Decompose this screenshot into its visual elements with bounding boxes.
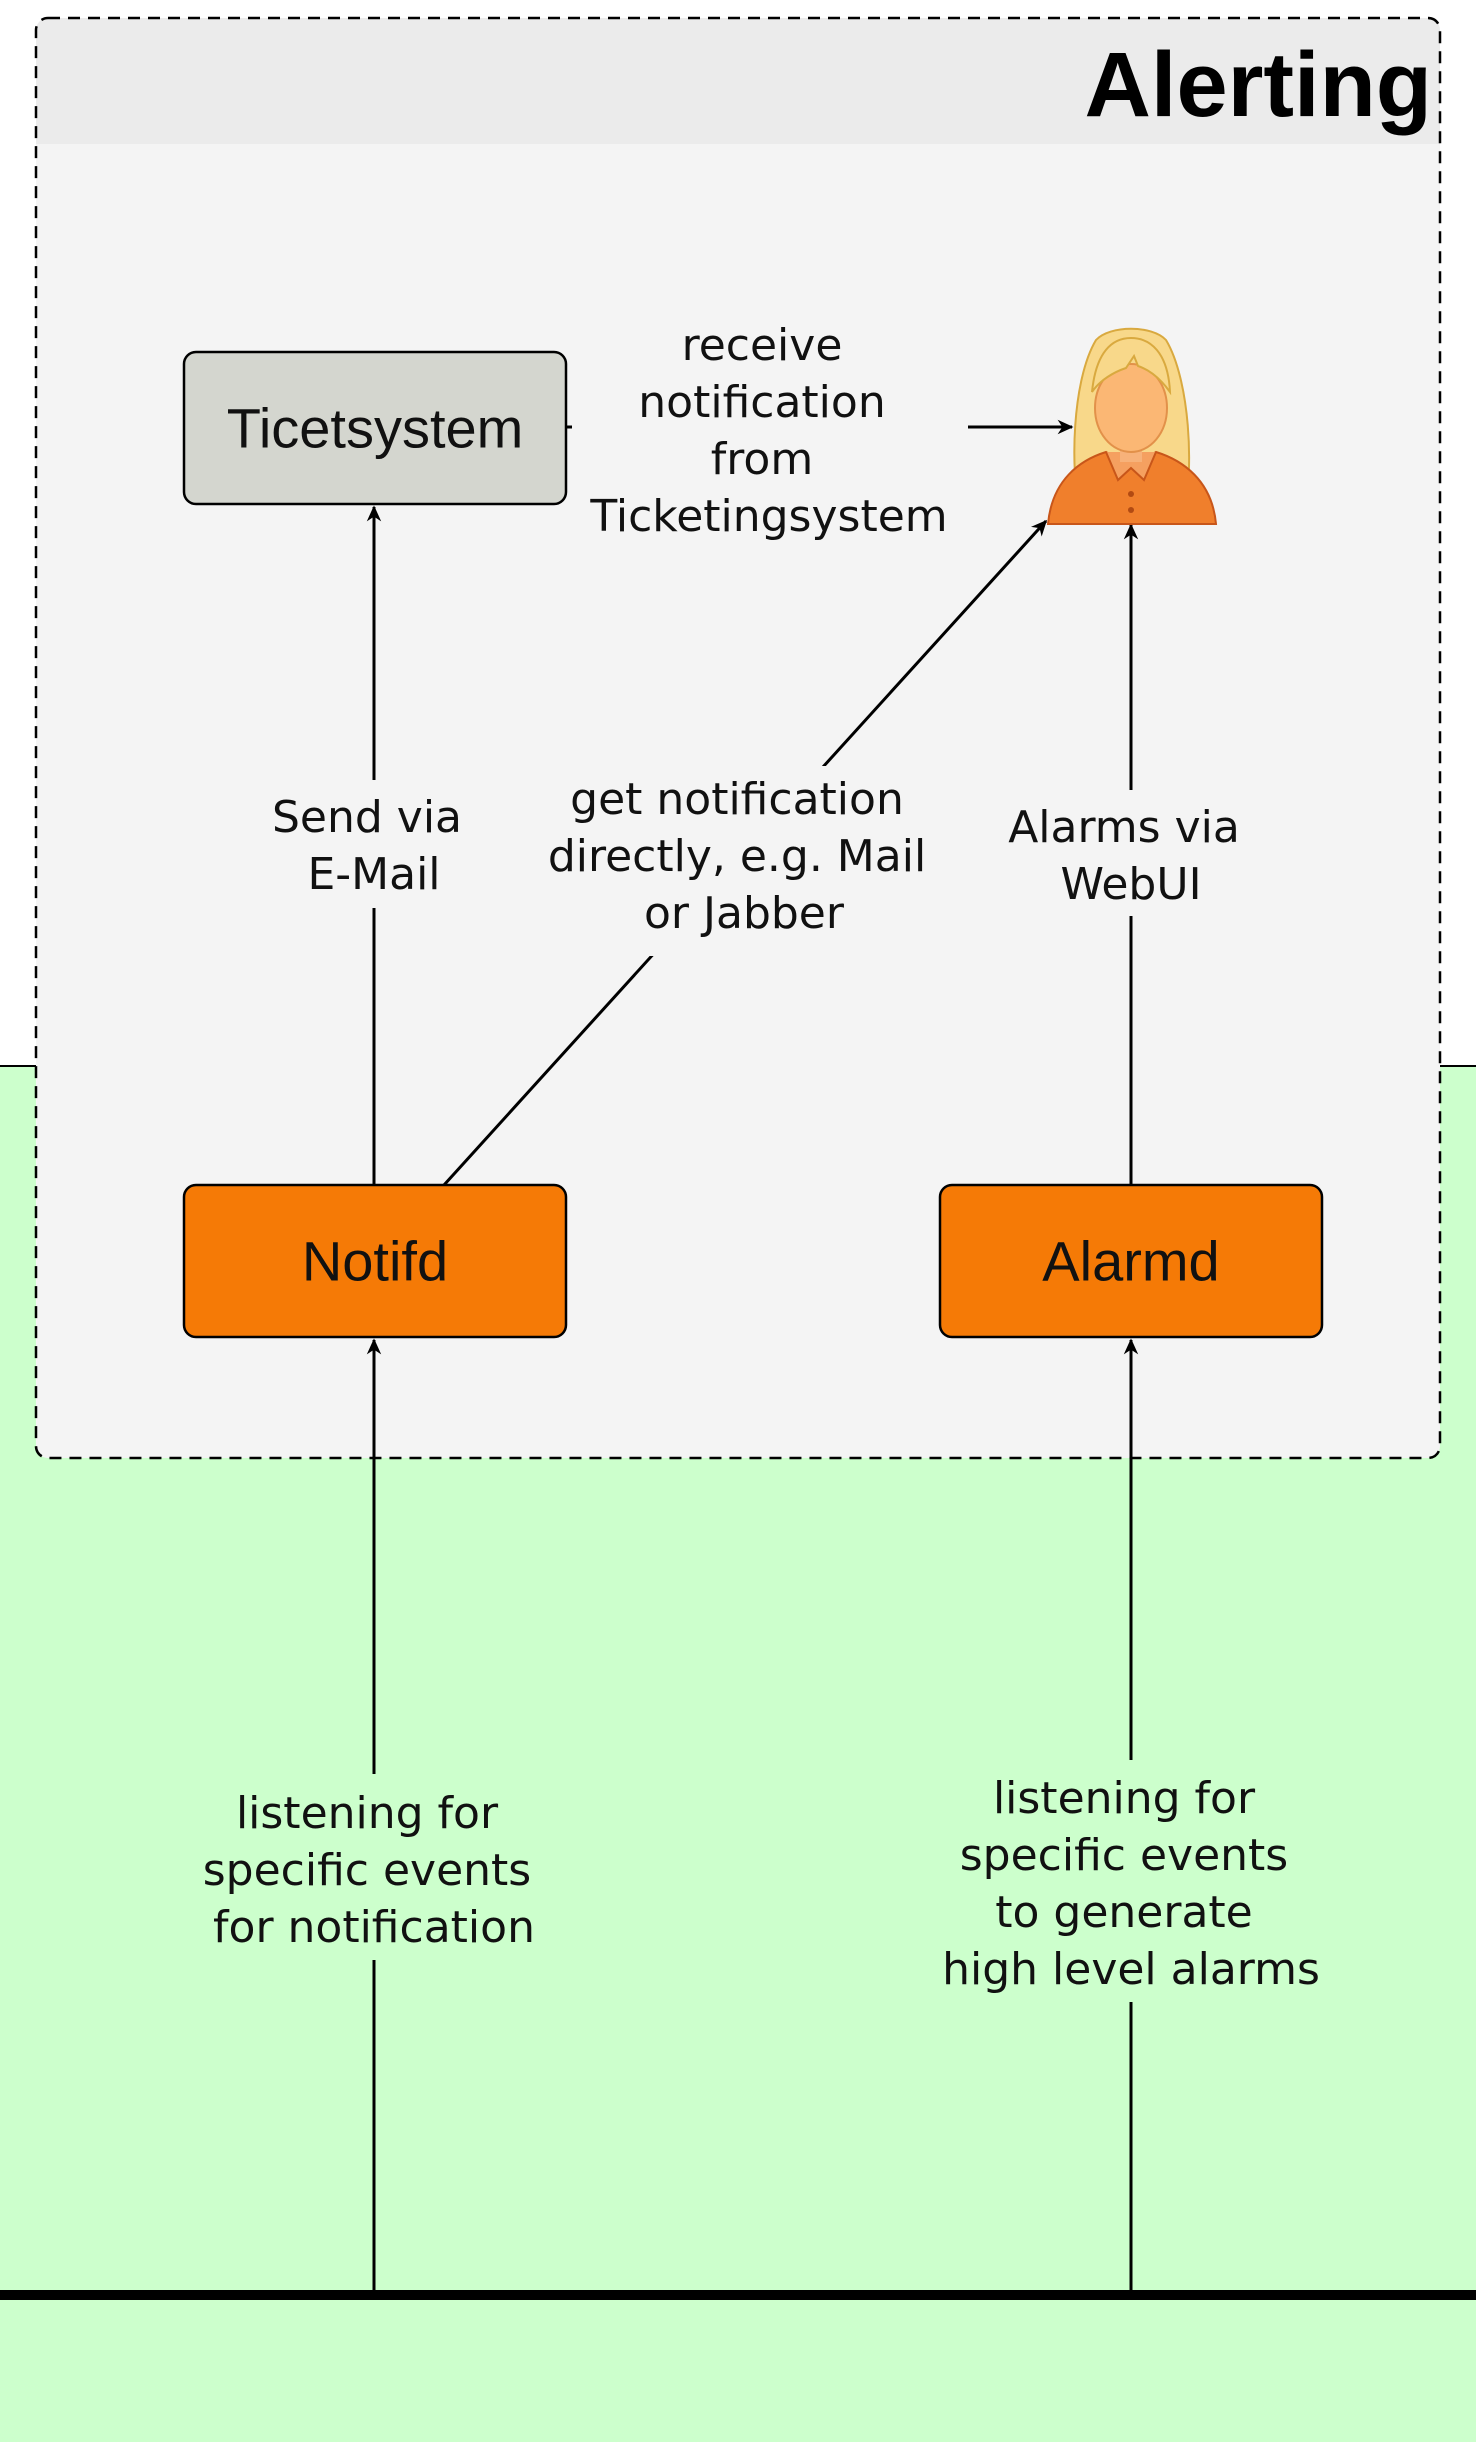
alarmd-label: Alarmd — [1042, 1230, 1219, 1293]
person-icon — [1046, 327, 1218, 525]
label-get-notification-directly: get notification directly, e.g. Mail or … — [548, 774, 940, 939]
label-listening-notification: listening for specific events for notifi… — [203, 1788, 545, 1953]
label-receive-notification: receive notification from Ticketingsyste… — [589, 320, 947, 542]
label-listening-alarms: listening for specific events to generat… — [942, 1773, 1320, 1995]
notifd-node[interactable]: Notifd — [182, 1183, 568, 1339]
notifd-label: Notifd — [302, 1230, 448, 1293]
alarmd-node[interactable]: Alarmd — [938, 1183, 1324, 1339]
ticketsystem-label: Ticetsystem — [227, 397, 524, 460]
ticketsystem-node[interactable]: Ticetsystem — [182, 350, 568, 506]
label-send-via-email: Send via E-Mail — [272, 792, 476, 900]
group-title: Alerting — [1084, 34, 1432, 136]
label-alarms-via-webui: Alarms via WebUI — [1008, 802, 1254, 910]
